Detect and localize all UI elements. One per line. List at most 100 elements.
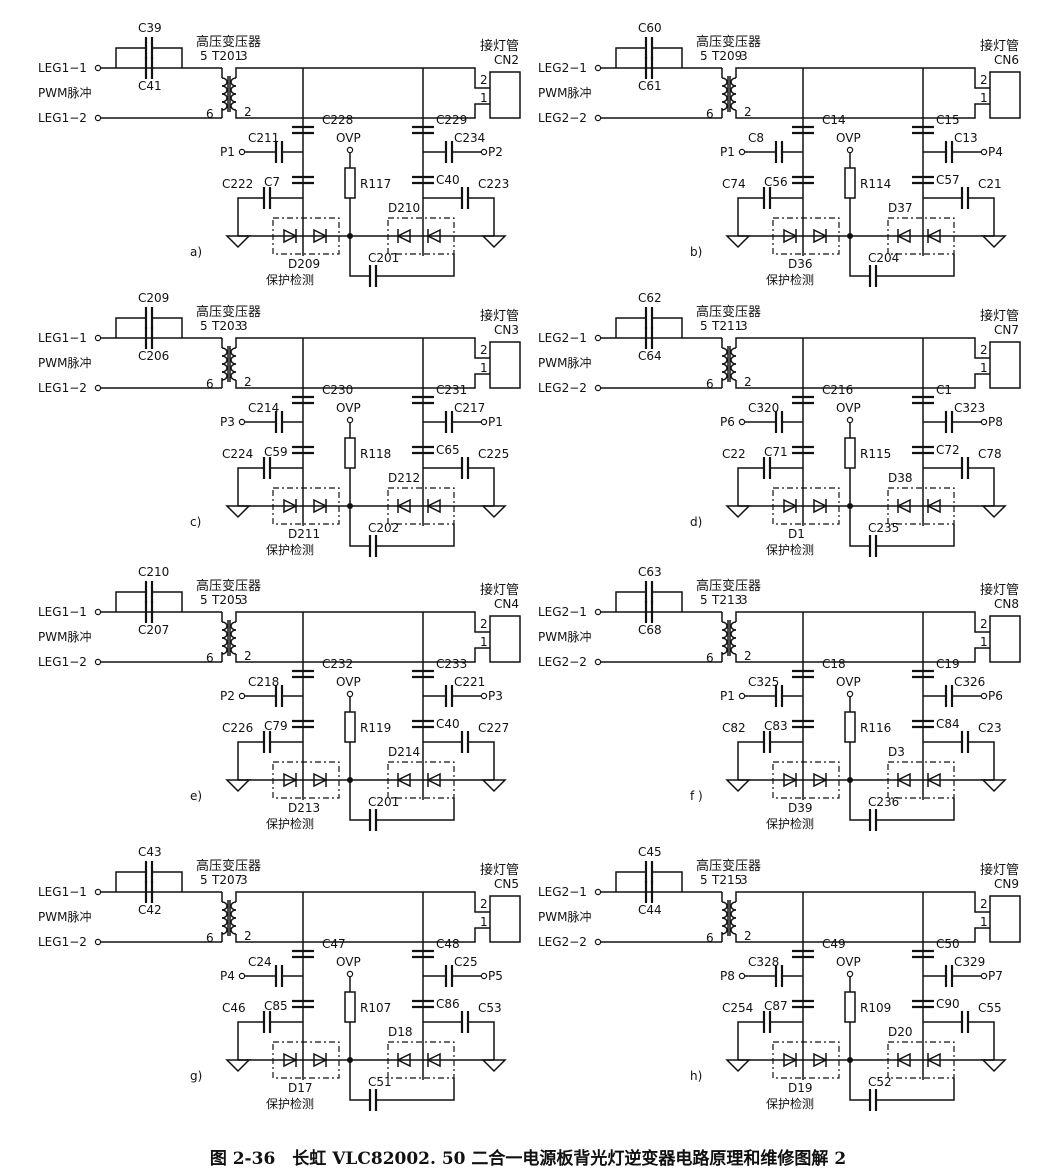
terminal-node [346, 970, 354, 978]
diode-symbol [283, 772, 298, 788]
terminal-node [980, 148, 988, 156]
wire [468, 197, 495, 236]
cap-bottom-label: C42 [138, 903, 162, 917]
conn-pin-2: 2 [980, 343, 988, 357]
resistor-label: R116 [860, 721, 891, 735]
terminal-node [846, 970, 854, 978]
protect-label: 保护检测 [266, 816, 314, 831]
diode-symbol [313, 498, 328, 514]
terminal-node [594, 334, 602, 342]
primary-coil [221, 347, 228, 357]
secondary-coil [230, 637, 237, 647]
wire [737, 1021, 764, 1060]
ovp-resistor [844, 711, 856, 743]
terminal-node [346, 146, 354, 154]
wire [876, 798, 955, 821]
panel-tag: f ) [690, 789, 703, 803]
leg2-label: LEG2−2 [538, 655, 587, 669]
protect-label: 保护检测 [766, 542, 814, 557]
terminal-node [594, 608, 602, 616]
ground-cap-left-label: C226 [222, 721, 253, 735]
secondary-coil [230, 909, 237, 919]
tap-cap-left-label: C218 [248, 675, 279, 689]
terminal-node [738, 972, 746, 980]
diode-symbol [313, 1052, 328, 1068]
diode-left-label: D17 [288, 1081, 313, 1095]
secondary-coil [730, 101, 737, 111]
cap-right-1-label: C231 [436, 383, 467, 397]
terminal-node [738, 148, 746, 156]
diode-symbol [783, 772, 798, 788]
secondary-coil [730, 77, 737, 87]
primary-coil [721, 901, 728, 911]
protect-label: 保护检测 [266, 1096, 314, 1111]
terminal-node [94, 888, 102, 896]
pin-6: 6 [706, 377, 714, 391]
protect-label: 保护检测 [766, 1096, 814, 1111]
diode-pack-right [887, 1041, 955, 1079]
cap-bottom-label: C41 [138, 79, 162, 93]
diode-pack-right [387, 761, 455, 799]
cap-top-label: C210 [138, 565, 169, 579]
terminal-node [94, 64, 102, 72]
pin-3: 3 [740, 49, 748, 63]
cap-bottom-label: C207 [138, 623, 169, 637]
secondary-coil [730, 645, 737, 655]
ground-cap-right-label: C227 [478, 721, 509, 735]
terminal-node [846, 416, 854, 424]
secondary-coil [230, 621, 237, 631]
cap-right-2-label: C86 [436, 997, 460, 1011]
tap-cap-right-label: C329 [954, 955, 985, 969]
lamp-title: 接灯管 [980, 862, 1019, 878]
ground-cap-left-label: C74 [722, 177, 746, 191]
pin-2: 2 [744, 375, 752, 389]
secondary-coil [730, 347, 737, 357]
pwm-label: PWM脉冲 [38, 629, 91, 644]
conn-pin-2: 2 [480, 617, 488, 631]
diode-symbol [313, 228, 328, 244]
leg2-label: LEG1−2 [38, 111, 87, 125]
diode-pack-right [387, 217, 455, 255]
wire [876, 1078, 955, 1101]
terminal-node [594, 888, 602, 896]
diode-right-label: D38 [888, 471, 913, 485]
transformer-label: T213 [711, 593, 742, 607]
wire [115, 317, 146, 338]
ovp-label: OVP [336, 675, 361, 689]
wire [737, 741, 764, 780]
diode-right-label: D20 [888, 1025, 913, 1039]
cap-top-label: C209 [138, 291, 169, 305]
diode-symbol [283, 498, 298, 514]
secondary-coil [730, 925, 737, 935]
panel-tag: b) [690, 245, 702, 259]
conn-pin-2: 2 [480, 897, 488, 911]
cap-top-label: C63 [638, 565, 662, 579]
connector-label: CN7 [994, 323, 1019, 337]
leg1-label: LEG1−1 [38, 885, 87, 899]
diode-right-label: D37 [888, 201, 913, 215]
pin-3: 3 [240, 319, 248, 333]
diode-symbol [426, 498, 441, 514]
ground-symbol [725, 779, 751, 793]
secondary-coil [730, 371, 737, 381]
primary-coil [221, 909, 228, 919]
ovp-label: OVP [836, 401, 861, 415]
ground-cap-right-label: C225 [478, 447, 509, 461]
pin-5: 5 [700, 319, 708, 333]
diode-pack-right [887, 761, 955, 799]
transformer-label: T215 [711, 873, 742, 887]
tap-left-label: P1 [720, 145, 735, 159]
wire [237, 1021, 264, 1060]
transformer-title: 高压变压器 [696, 858, 761, 874]
ground-symbol [981, 779, 1007, 793]
wire [652, 591, 683, 612]
wire [737, 467, 764, 506]
bottom-cap-label: C201 [368, 795, 399, 809]
secondary-coil [230, 645, 237, 655]
transformer-title: 高压变压器 [696, 34, 761, 50]
terminal-node [94, 114, 102, 122]
